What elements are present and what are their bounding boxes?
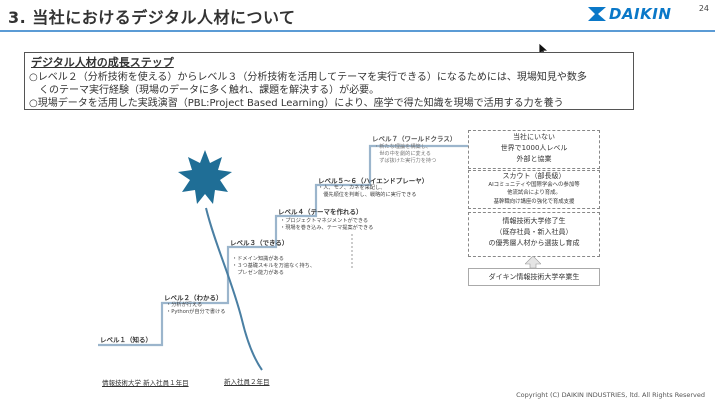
level-2-title: レベル２（わかる） (164, 294, 223, 302)
level-5-6-title: レベル５～６（ハイエンドプレーヤ） (318, 177, 429, 185)
daikin-logo-icon (588, 7, 606, 21)
summary-line-2: くのテーマ実行経験（現場のデータに多く触れ、課題を解決する）が必要。 (29, 85, 380, 96)
slide-title: 3. 当社におけるデジタル人材について (8, 8, 296, 27)
scout-box: スカウト（部長級） AIコミュニティや国際学会への参加等 他流試合により育成。 … (468, 170, 600, 209)
page-number: 24 (698, 4, 709, 13)
selection-box: 情報技術大学修了生 （既存社員・新入社員） の優秀層人材から選抜し育成 (468, 212, 600, 257)
level-5-6-desc: ・人、モノ、カネを采配し、 優先順位を判断し、戦略的に実行できる (318, 185, 417, 198)
daikin-logo: DAIKIN (588, 5, 671, 23)
external-collab-box: 当社にいない 世界で1000人レベル 外部と協業 (468, 130, 600, 169)
level-3-desc: ・ドメイン知識がある ・３つ基礎スキルを万遍なく持ち、 プレゼン能力がある (232, 256, 316, 276)
footer-first-year: 情報技術大学 新入社員１年目 (102, 379, 189, 387)
level-1-title: レベル１（知る） (100, 336, 152, 344)
title-underline (0, 30, 715, 32)
level-3-title: レベル３（できる） (230, 239, 289, 247)
level-4-title: レベル４（テーマを作れる） (278, 208, 363, 216)
level-4-desc: ・プロジェクトマネジメントができる ・現場を巻き込み、テーマ提案ができる (280, 218, 374, 231)
level-2-desc: ・分析が行える ・Pythonが自分で書ける (166, 302, 226, 315)
copyright: Copyright (C) DAIKIN INDUSTRIES, ltd. Al… (516, 391, 705, 399)
level-7-desc: ・新たな理論を構築し、 世の中を劇的に変える ずば抜けた実行力を持つ (374, 144, 437, 164)
logo-text: DAIKIN (609, 5, 672, 23)
footer-second-year: 新入社員２年目 (224, 378, 270, 386)
summary-line-1: ○レベル２（分析技術を使える）からレベル３（分析技術を活用してテーマを実行できる… (29, 72, 587, 83)
graduates-box: ダイキン情報技術大学卒業生 (468, 268, 600, 286)
summary-line-3: ○現場データを活用した実践演習（PBL:Project Based Learni… (29, 98, 564, 109)
valley-label: 深いミゾ (171, 180, 184, 195)
summary-heading: デジタル人材の成長ステップ (31, 56, 174, 69)
up-arrow-icon (525, 256, 541, 268)
level-7-title: レベル７（ワールドクラス） (372, 135, 457, 143)
summary-box: デジタル人材の成長ステップ ○レベル２（分析技術を使える）からレベル３（分析技術… (24, 52, 634, 110)
